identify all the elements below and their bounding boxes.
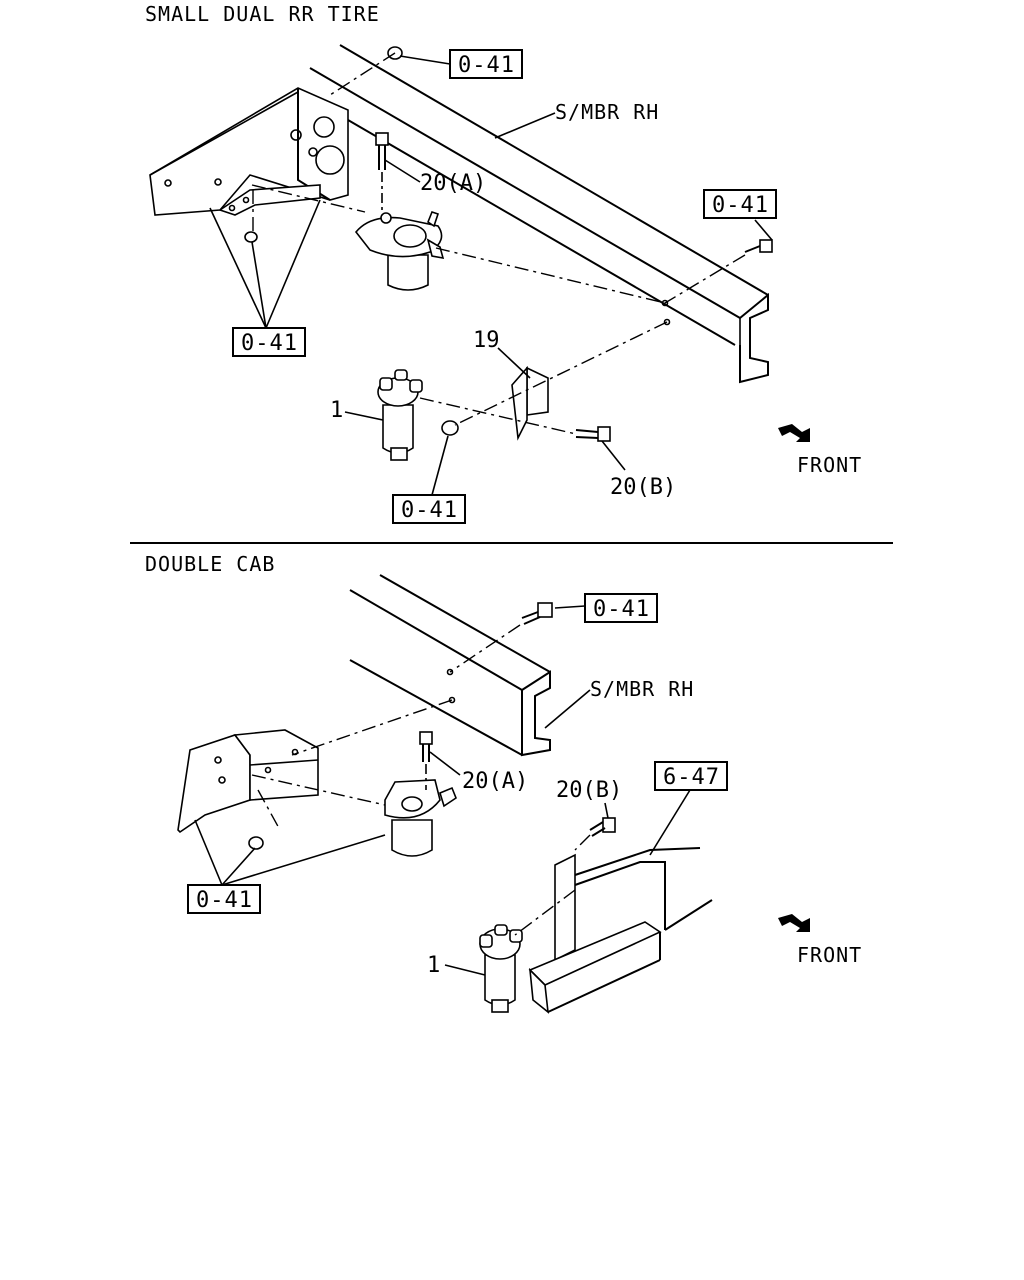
ref-box-left: [187, 884, 261, 914]
section-double-cab: DOUBLE CAB: [145, 552, 862, 1014]
leaders-s2: [194, 605, 691, 976]
ref-label-frame: 6-47: [663, 765, 720, 790]
bolt-a-label: 20(A): [420, 171, 486, 196]
front-arrow-icon: [778, 914, 810, 932]
front-label: FRONT: [797, 453, 862, 477]
fuel-filter-part-1: [479, 924, 523, 1013]
bracket-19: [511, 365, 549, 441]
member-label: S/MBR RH: [555, 100, 659, 124]
bolt-b-label: 20(B): [610, 475, 676, 500]
ref-label-left: 0-41: [196, 888, 253, 913]
bolt-20a: [419, 731, 433, 790]
section-title: DOUBLE CAB: [145, 552, 275, 576]
section-title: SMALL DUAL RR TIRE: [145, 2, 380, 26]
fuel-filter-part-1: [377, 369, 423, 461]
ref-box-top: [584, 593, 658, 623]
leaders-s1: [209, 55, 773, 496]
side-member-rail: [349, 574, 551, 757]
side-member-rail: [304, 44, 769, 384]
ref-label-top: 0-41: [458, 53, 515, 78]
hardware-small: [244, 46, 773, 442]
upper-filter-assembly: [384, 779, 457, 857]
ref-box-left: [232, 327, 306, 357]
upper-filter-assembly: [354, 211, 445, 291]
ref-box-bottom: [392, 494, 466, 524]
section-small-dual-rr-tire: SMALL DUAL RR TIRE: [145, 2, 862, 524]
front-label: FRONT: [797, 943, 862, 967]
ref-box-right: [703, 189, 777, 219]
member-label: S/MBR RH: [590, 677, 694, 701]
frame-bracket: [528, 847, 713, 1014]
ref-label-top: 0-41: [593, 597, 650, 622]
bolt-b-label: 20(B): [556, 778, 622, 803]
bracket-number: 19: [473, 328, 500, 353]
filter-number: 1: [330, 398, 343, 423]
bolt-20a: [375, 132, 389, 210]
front-arrow-icon: [778, 424, 810, 442]
ref-label-left: 0-41: [241, 331, 298, 356]
rear-bracket: [177, 729, 319, 834]
rear-bracket: [149, 87, 349, 216]
hardware-double-cab: [248, 602, 616, 850]
filter-number: 1: [427, 953, 440, 978]
install-lines-s2: [251, 624, 591, 936]
ref-label-bottom: 0-41: [401, 498, 458, 523]
bolt-a-label: 20(A): [462, 769, 528, 794]
ref-label-right: 0-41: [712, 193, 769, 218]
ref-box-top: [449, 49, 523, 79]
install-lines-s1: [251, 52, 746, 435]
ref-box-frame: [654, 761, 728, 791]
